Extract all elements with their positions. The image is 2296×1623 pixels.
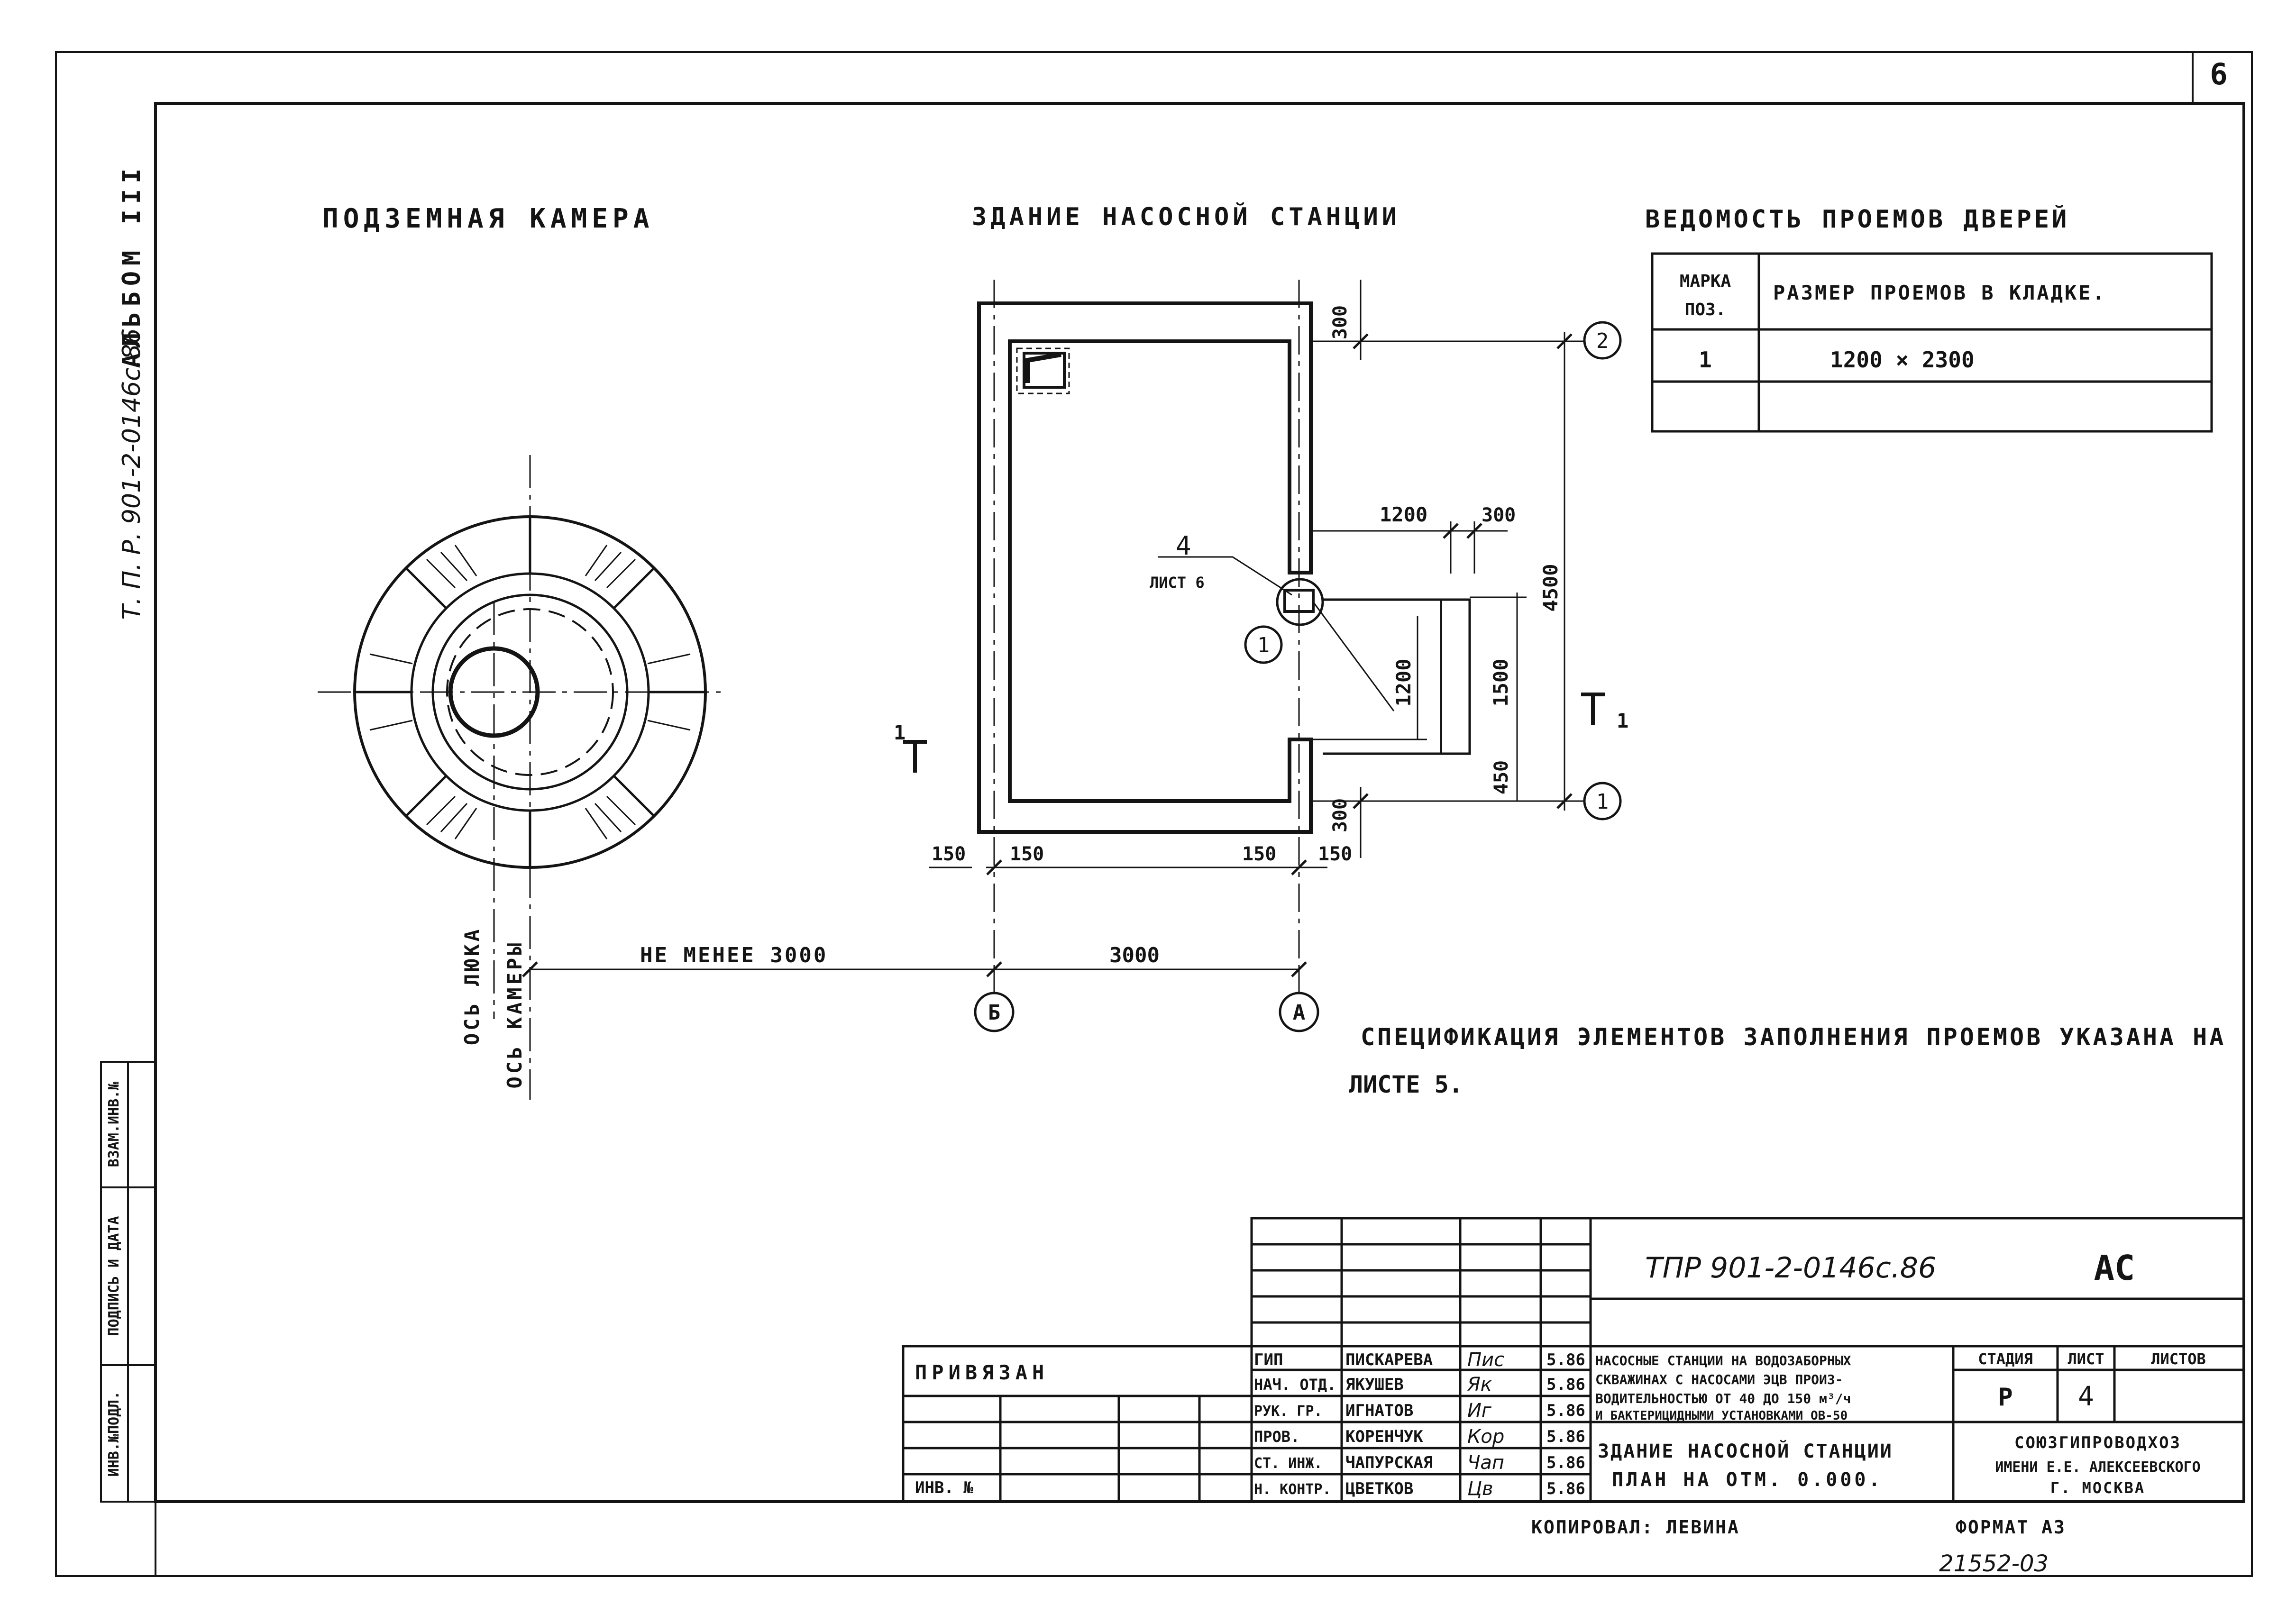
sign-ruk-gr: Иг [1467,1400,1492,1422]
org-line-2: ИМЕНИ Е.Е. АЛЕКСЕЕВСКОГО [1995,1459,2200,1476]
door-table [1651,252,2213,433]
sign-n-kontr: Цв [1467,1478,1493,1500]
callout-sheet: ЛИСТ 6 [1150,574,1205,592]
name-gip: ПИСКАРЕВА [1345,1350,1433,1369]
sign-gip: Пис [1467,1349,1504,1371]
role-n-kontr: Н. КОНТР. [1254,1481,1331,1498]
side-project-code: Т. П. Р. 901-2-0146с.86 [118,328,146,620]
name-st-inzh: ЧАПУРСКАЯ [1345,1453,1433,1472]
titleblock-roles: ГИП ПИСКАРЕВА Пис 5.86 НАЧ. ОТД. ЯКУШЕВ … [1254,1349,1585,1500]
callout-number: 4 [1176,531,1191,561]
left-margin-stamp [100,1061,156,1503]
dimension-ticks [522,333,1573,977]
dim-bottom-150-b: 150 [1010,843,1044,865]
project-desc-1: НАСОСНЫЕ СТАНЦИИ НА ВОДОЗАБОРНЫХ [1595,1353,1851,1368]
date-prov: 5.86 [1546,1427,1585,1446]
dimension-lines [530,280,1583,979]
date-gip: 5.86 [1546,1350,1585,1369]
door-mark: 1 [1257,633,1270,657]
project-desc-4: И БАКТЕРИЦИДНЫМИ УСТАНОВКАМИ ОВ-50 [1595,1409,1848,1423]
axis-mark-b: Б [988,1001,1001,1025]
dim-total-height: 4500 [1539,564,1562,611]
section-mark-left: 1 [894,721,906,744]
margin-inv-podl: ИНВ.№ПОДЛ. [106,1391,122,1477]
sheet-header: ЛИСТ [2067,1350,2104,1368]
dim-porch-offset: 450 [1491,760,1512,794]
date-st-inzh: 5.86 [1546,1453,1585,1472]
stage-header: СТАДИЯ [1978,1350,2033,1368]
section-marks [903,693,1605,773]
door-table-row1-size: 1200 × 2300 [1830,347,1975,373]
chamber-title: ПОДЗЕМНАЯ КАМЕРА [322,203,654,234]
title-block [902,1217,2245,1503]
name-prov: КОРЕНЧУК [1345,1427,1423,1446]
sign-nach-otd: Як [1467,1374,1492,1395]
name-ruk-gr: ИГНАТОВ [1345,1401,1413,1420]
dim-bottom-150-d: 150 [1318,843,1352,865]
date-nach-otd: 5.86 [1546,1375,1585,1394]
dim-wall-1200: 1200 [1392,658,1415,706]
note-line-1: СПЕЦИФИКАЦИЯ ЭЛЕМЕНТОВ ЗАПОЛНЕНИЯ ПРОЕМО… [1361,1023,2226,1051]
chamber-plan [318,455,725,1100]
org-line-1: СОЮЗГИПРОВОДХОЗ [2014,1433,2181,1452]
sheet-no-value: 4 [2078,1381,2094,1412]
date-ruk-gr: 5.86 [1546,1401,1585,1420]
project-desc-2: СКВАЖИНАХ С НАСОСАМИ ЭЦВ ПРОИЗ- [1595,1372,1843,1387]
org-line-3: Г. МОСКВА [2050,1479,2145,1497]
axis-mark-1: 1 [1596,790,1609,814]
building-title: ЗДАНИЕ НАСОСНОЙ СТАНЦИИ [972,202,1400,231]
building-plan [977,301,1471,834]
role-prov: ПРОВ. [1254,1428,1299,1446]
dim-door-width: 1200 [1380,503,1427,526]
titleblock-code: ТПР 901-2-0146с.86 [1645,1251,1936,1285]
dim-bottom-150-a: 150 [932,843,966,865]
date-n-kontr: 5.86 [1546,1479,1585,1498]
titleblock-mark: АС [2094,1248,2135,1288]
axis-chamber-label: ОСЬ КАМЕРЫ [503,940,526,1089]
building-axes [993,280,1300,991]
dim-bottom-wall: 300 [1329,798,1351,832]
role-ruk-gr: РУК. ГР. [1254,1403,1323,1420]
door-table-row1-mark: 1 [1699,347,1712,373]
name-nach-otd: ЯКУШЕВ [1345,1375,1404,1394]
door-table-header-mark-2: ПОЗ. [1685,300,1726,319]
dim-top-wall: 300 [1329,305,1351,339]
margin-vzam: ВЗАМ.ИНВ.№ [106,1081,122,1167]
door-table-title: ВЕДОМОСТЬ ПРОЕМОВ ДВЕРЕЙ [1645,205,2069,234]
album-label: АЛЬБОМ III [118,163,146,368]
sheet-title-1: ЗДАНИЕ НАСОСНОЙ СТАНЦИИ [1598,1440,1893,1462]
section-mark-right: 1 [1617,709,1628,732]
dim-axis-distance: 3000 [1109,943,1160,967]
page-number: 6 [2210,57,2227,91]
margin-podpis: ПОДПИСЬ И ДАТА [106,1216,122,1336]
axis-mark-a: А [1293,1001,1306,1025]
role-st-inzh: СТ. ИНЖ. [1254,1455,1323,1472]
axis-hatch-label: ОСЬ ЛЮКА [460,927,484,1045]
axis-markers [974,321,1622,1032]
sign-prov: Кор [1467,1426,1504,1448]
role-gip: ГИП [1254,1350,1283,1369]
project-desc-3: ВОДИТЕЛЬНОСТЬЮ ОТ 40 ДО 150 м³/ч [1595,1391,1851,1406]
door-table-header-size: РАЗМЕР ПРОЕМОВ В КЛАДКЕ. [1773,281,2106,304]
dim-door-side: 300 [1482,504,1516,526]
note-line-2: ЛИСТЕ 5. [1349,1071,1463,1098]
name-n-kontr: ЦВЕТКОВ [1345,1479,1413,1498]
dim-min-distance: НЕ МЕНЕЕ 3000 [640,943,828,967]
drawing-number: 21552-03 [1939,1550,2049,1577]
role-nach-otd: НАЧ. ОТД. [1254,1376,1336,1394]
sheet-title-2: ПЛАН НА ОТМ. 0.000. [1612,1469,1883,1491]
sheets-header: ЛИСТОВ [2151,1350,2206,1368]
dim-bottom-150-c: 150 [1242,843,1276,865]
dim-porch-length: 1500 [1489,658,1512,706]
copied-label: КОПИРОВАЛ: ЛЕВИНА [1531,1517,1740,1538]
inv-no-label: ИНВ. № [915,1478,973,1497]
sign-st-inzh: Чап [1467,1452,1504,1474]
axis-mark-2: 2 [1596,329,1609,353]
privyazan-label: ПРИВЯЗАН [915,1361,1049,1384]
format-label: ФОРМАТ А3 [1956,1517,2066,1538]
stage-value: Р [1998,1383,2012,1412]
door-table-header-mark-1: МАРКА [1680,272,1731,291]
